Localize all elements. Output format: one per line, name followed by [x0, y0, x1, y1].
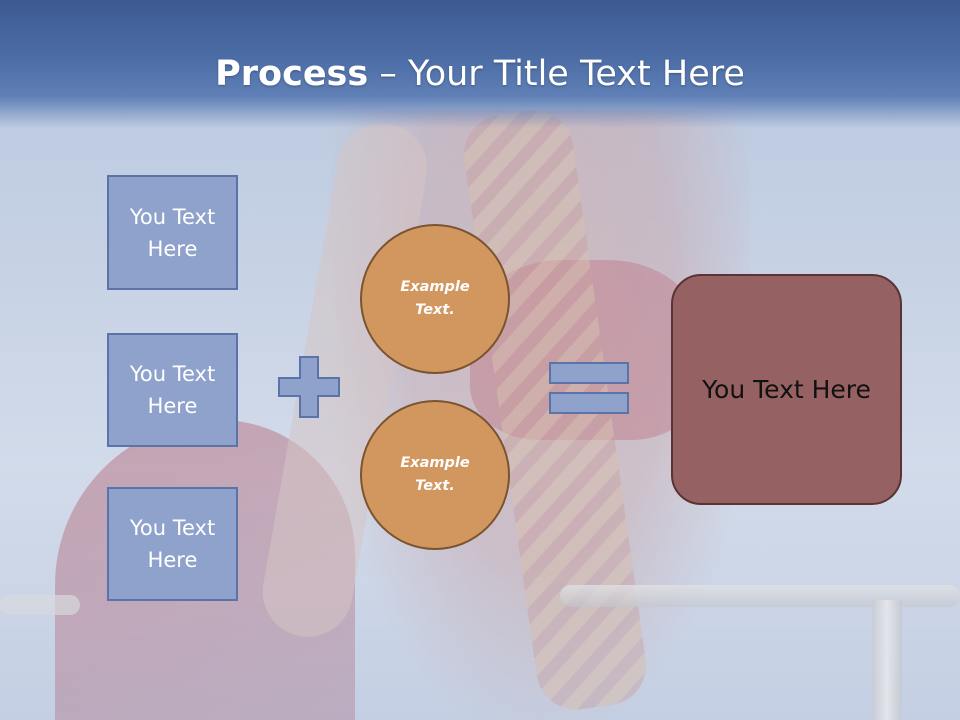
- result-box-label: You Text Here: [702, 374, 871, 404]
- title-band: [0, 0, 960, 128]
- equals-icon[interactable]: [549, 362, 629, 414]
- example-circle-2[interactable]: Example Text.: [360, 400, 510, 550]
- slide-title-separator: –: [368, 54, 408, 94]
- input-box-2[interactable]: You Text Here: [107, 333, 238, 447]
- input-box-1[interactable]: You Text Here: [107, 175, 238, 290]
- result-box[interactable]: You Text Here: [671, 274, 902, 505]
- background-railing-post: [872, 600, 902, 720]
- input-box-3[interactable]: You Text Here: [107, 487, 238, 601]
- example-circle-2-label: Example Text.: [400, 455, 470, 494]
- input-box-1-label: You Text Here: [129, 204, 216, 261]
- example-circle-1[interactable]: Example Text.: [360, 224, 510, 374]
- background-railing: [560, 585, 960, 607]
- plus-icon[interactable]: [278, 356, 340, 418]
- slide-title-bold: Process: [215, 54, 369, 94]
- example-circle-1-label: Example Text.: [400, 279, 470, 318]
- slide-title[interactable]: Process – Your Title Text Here: [0, 52, 960, 96]
- input-box-3-label: You Text Here: [129, 516, 216, 572]
- slide-title-rest: Your Title Text Here: [407, 54, 745, 94]
- input-box-2-label: You Text Here: [129, 362, 216, 418]
- background-railing-left: [0, 595, 80, 615]
